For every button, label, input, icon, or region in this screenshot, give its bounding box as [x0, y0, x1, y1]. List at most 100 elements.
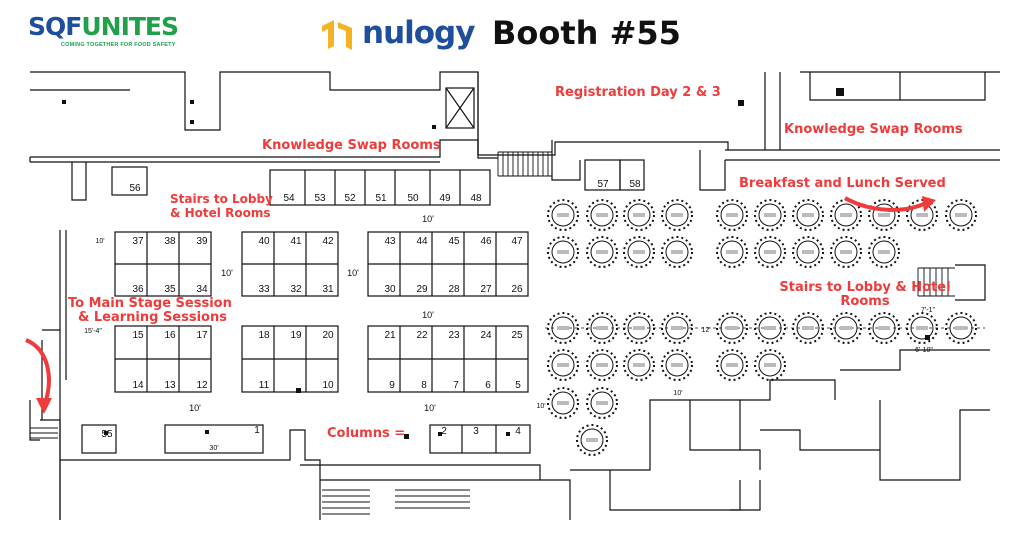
round-table-tag [916, 213, 928, 217]
round-table-tag [802, 326, 814, 330]
round-table-chairs [586, 199, 618, 231]
dim-label: 30' [209, 445, 218, 452]
stairs-right-label-1: Stairs to Lobby & Hotel [779, 280, 951, 295]
round-table-tag [840, 326, 852, 330]
unites-part: UNITES [81, 12, 179, 41]
booth-16: 16 [164, 330, 176, 341]
round-tables [547, 199, 977, 456]
round-table [665, 316, 689, 340]
booth-3: 3 [473, 426, 479, 437]
booth-13: 13 [164, 380, 176, 391]
round-table-tag [633, 326, 645, 330]
round-table-tag [596, 213, 608, 217]
breakfast-lunch-label: Breakfast and Lunch Served [739, 176, 946, 191]
booth-18: 18 [258, 330, 270, 341]
booth-33: 33 [258, 284, 270, 295]
round-table-tag [764, 363, 776, 367]
round-table-chairs [754, 349, 786, 381]
round-table [720, 240, 744, 264]
round-table [665, 203, 689, 227]
round-table-tag [557, 250, 569, 254]
booth-14: 14 [132, 380, 144, 391]
round-table-tag [633, 213, 645, 217]
round-table-chairs [868, 199, 900, 231]
booth-15: 15 [132, 330, 144, 341]
round-table [627, 203, 651, 227]
nulogy-word: nulogy [362, 15, 475, 51]
booth-26: 26 [511, 284, 523, 295]
dim-label: 10' [673, 390, 682, 397]
round-table-chairs [754, 312, 786, 344]
dim-label: 6'-10" [915, 347, 933, 354]
dim-label: 12' [701, 327, 710, 334]
round-table-chairs [754, 199, 786, 231]
booth-47: 47 [511, 236, 523, 247]
round-table [872, 316, 896, 340]
dim-label: 10' [422, 310, 434, 320]
booth-5: 5 [515, 380, 521, 391]
round-table-tag [726, 250, 738, 254]
round-table-tag [802, 213, 814, 217]
round-table-chairs [586, 312, 618, 344]
booth-57: 57 [597, 179, 609, 190]
round-table-chairs [576, 424, 608, 456]
round-table-tag [726, 326, 738, 330]
round-table [949, 203, 973, 227]
booth-11: 11 [259, 380, 270, 391]
round-table [590, 240, 614, 264]
round-table [590, 353, 614, 377]
round-table [580, 428, 604, 452]
knowledge-swap-right-label: Knowledge Swap Rooms [784, 122, 963, 137]
booth-41: 41 [290, 236, 302, 247]
dim-label: 7'-1" [921, 307, 935, 314]
booth-42: 42 [322, 236, 334, 247]
round-table [665, 353, 689, 377]
round-table-chairs [792, 199, 824, 231]
round-table-tag [596, 363, 608, 367]
round-table-chairs [586, 236, 618, 268]
booth-53: 53 [314, 193, 326, 204]
round-table-tag [878, 326, 890, 330]
round-table-tag [596, 401, 608, 405]
round-table-chairs [716, 349, 748, 381]
dim-label: 10' [221, 268, 233, 278]
round-table-chairs [547, 236, 579, 268]
nulogy-bracket-icon [322, 20, 352, 50]
round-table-tag [596, 250, 608, 254]
dim-label: 10' [424, 403, 436, 413]
booth-56: 56 [129, 183, 141, 194]
round-table-tag [764, 326, 776, 330]
round-table-chairs [830, 312, 862, 344]
round-table [551, 391, 575, 415]
registration-label: Registration Day 2 & 3 [555, 85, 721, 100]
round-table-chairs [906, 312, 938, 344]
stairs-right-label-2: Rooms [840, 294, 890, 309]
round-table-tag [633, 250, 645, 254]
booth-40: 40 [258, 236, 270, 247]
round-table-tag [878, 250, 890, 254]
booth-51: 51 [375, 193, 387, 204]
round-table [551, 316, 575, 340]
main-stage-label-2: & Learning Sessions [78, 310, 227, 325]
round-table [665, 240, 689, 264]
round-table-chairs [661, 236, 693, 268]
main-stage-label-1: To Main Stage Session [68, 296, 232, 311]
booth-6: 6 [485, 380, 491, 391]
round-table-tag [840, 213, 852, 217]
round-table-chairs [868, 312, 900, 344]
knowledge-swap-left-label: Knowledge Swap Rooms [262, 138, 441, 153]
round-table-chairs [661, 349, 693, 381]
round-table [551, 353, 575, 377]
main-stage-arrow-head-icon [36, 398, 52, 414]
booth-9: 9 [389, 380, 395, 391]
booth-48: 48 [470, 193, 482, 204]
round-table [627, 353, 651, 377]
round-table-tag [671, 363, 683, 367]
round-table [720, 316, 744, 340]
round-table [796, 203, 820, 227]
dim-label: 10' [189, 403, 201, 413]
round-table-chairs [623, 312, 655, 344]
round-table-tag [633, 363, 645, 367]
booth-38: 38 [164, 236, 176, 247]
